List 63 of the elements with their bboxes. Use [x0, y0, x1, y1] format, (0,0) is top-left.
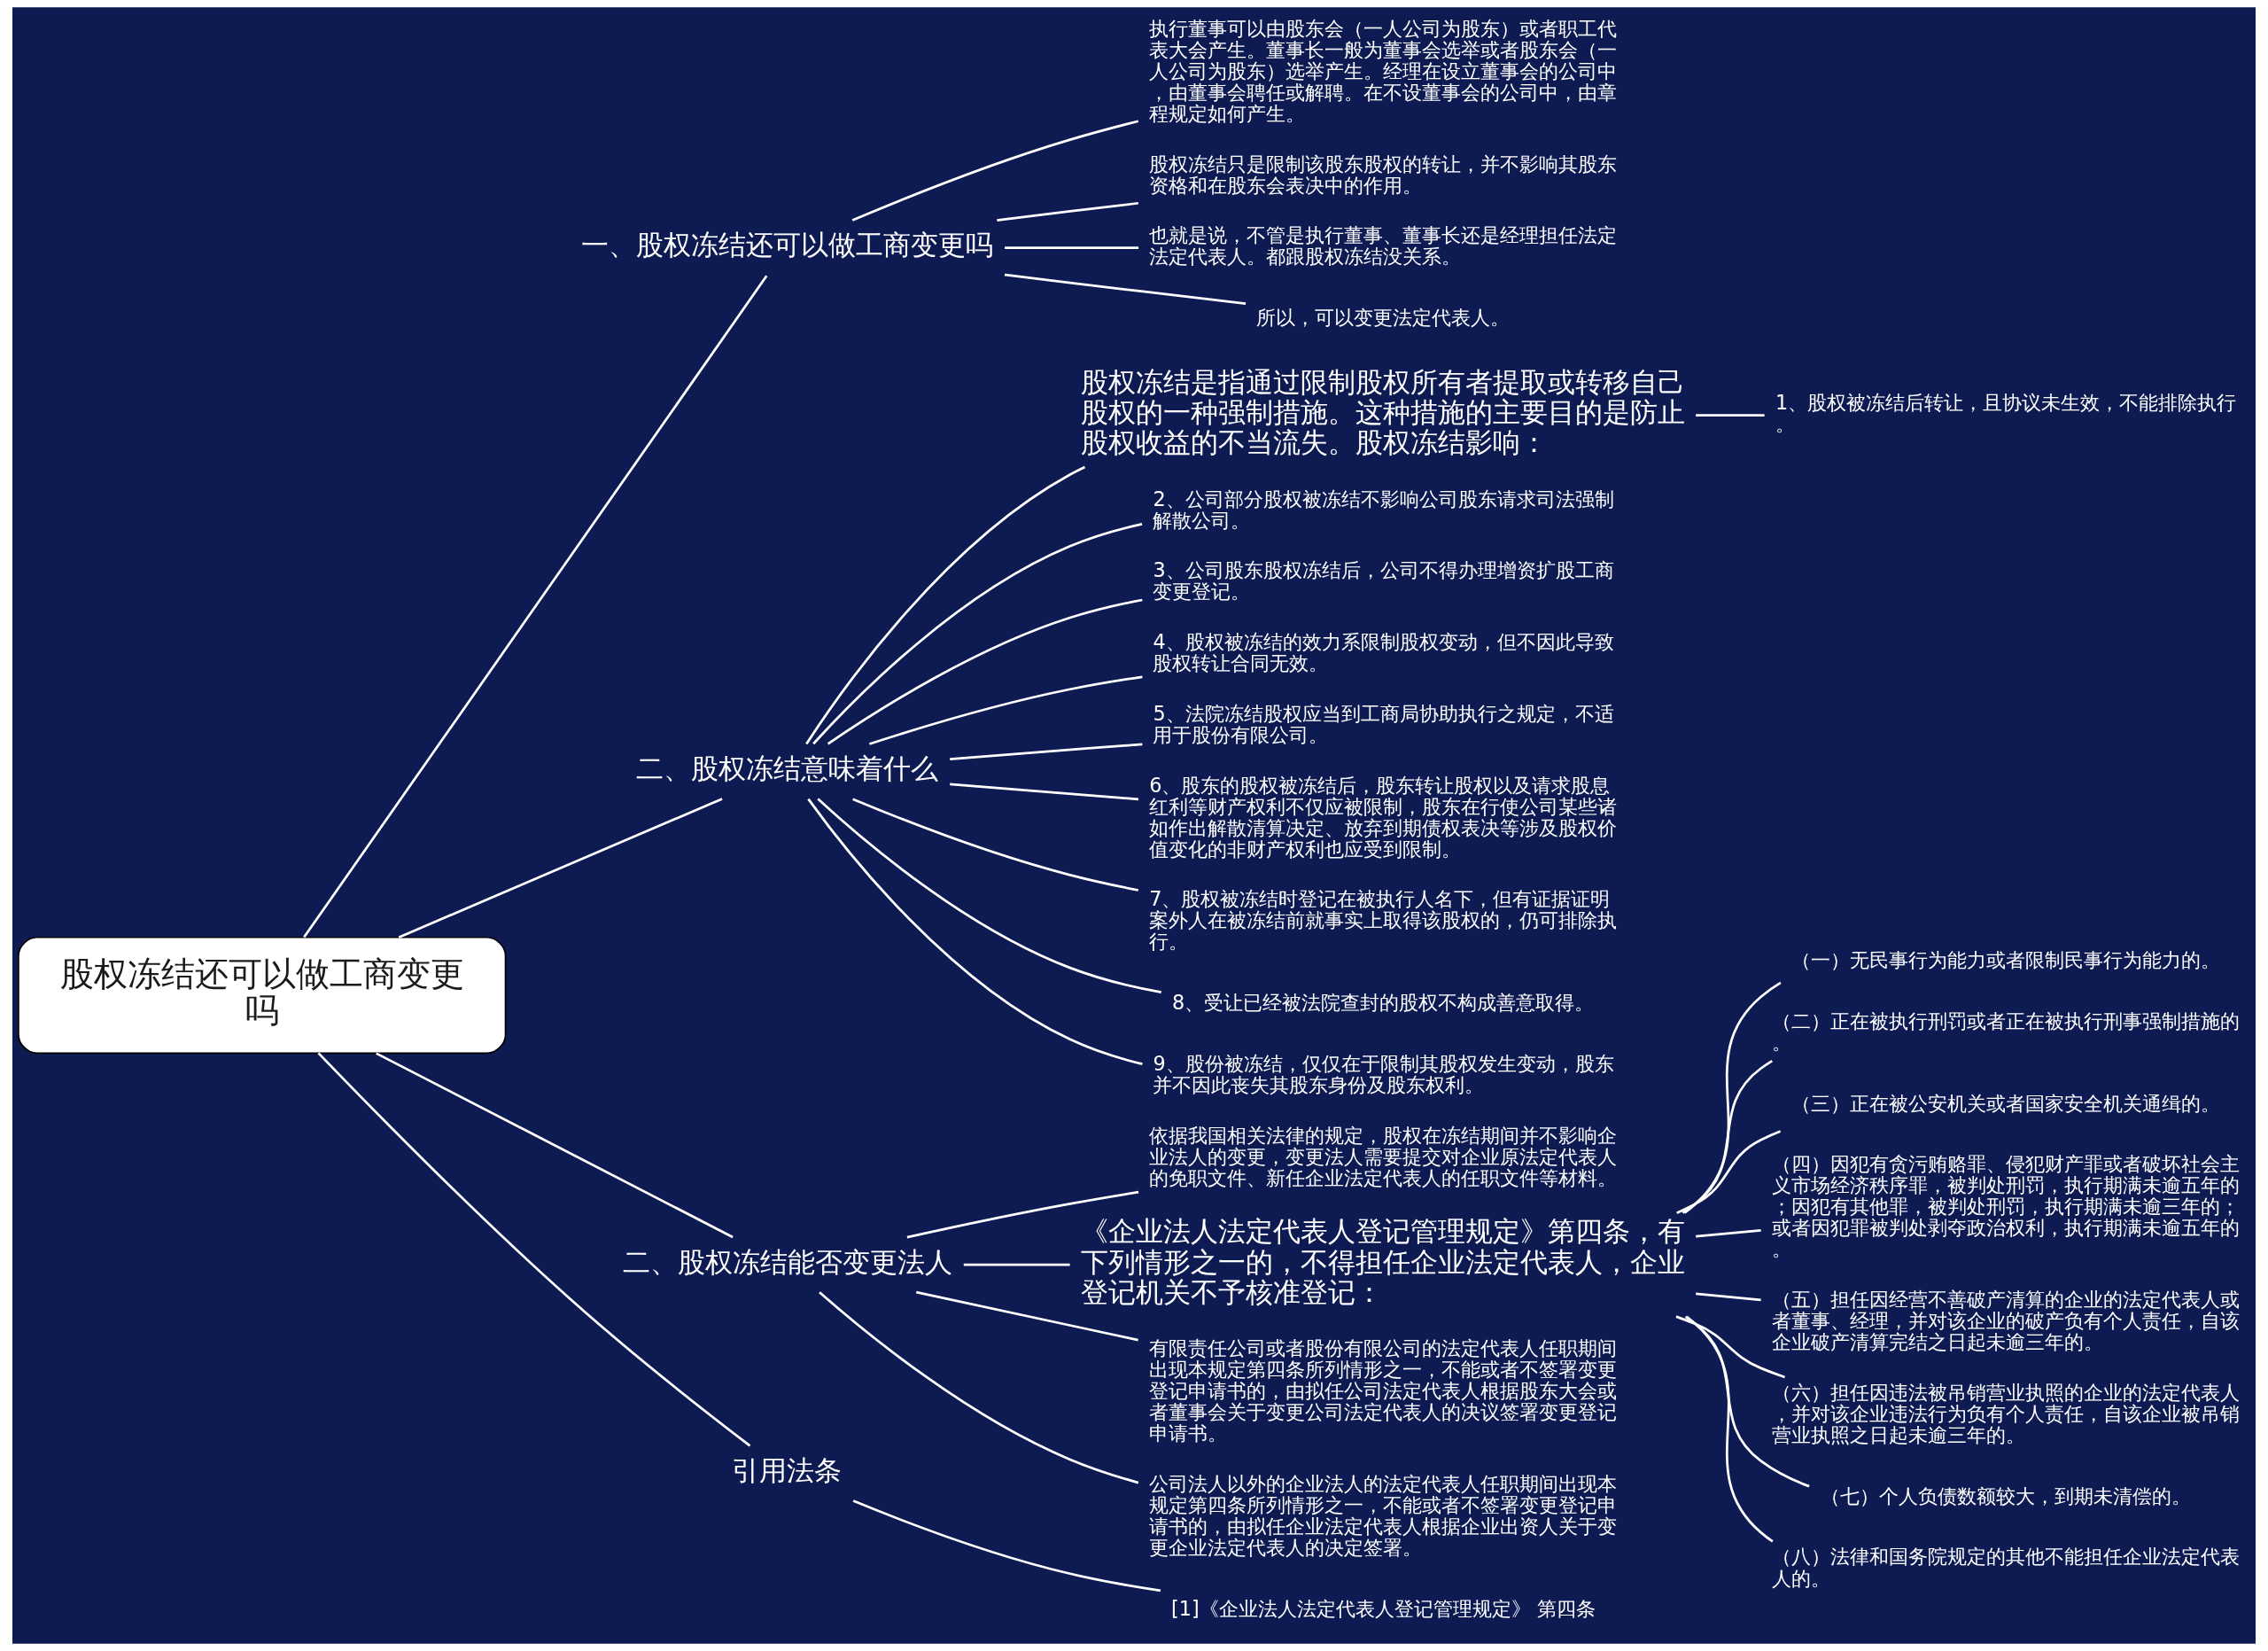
connector [906, 1190, 1139, 1239]
node-text: 股权冻结是指通过限制股权所有者提取或转移自己股权的一种强制措施。这种措施的主要目的是防止股权收益的不当流失。股权冻结影响： [1080, 365, 1685, 459]
node-text: 也就是说，不管是执行董事、董事长还是经理担任法定法定代表人。都跟股权冻结没关系。 [1149, 223, 1618, 269]
node-text: （三）正在被公安机关或者国家安全机关通缉的。 [1791, 1091, 2221, 1115]
connector [852, 1499, 1161, 1593]
connector [1004, 273, 1247, 305]
connector [1682, 1059, 1774, 1214]
node-text: （四）因犯有贪污贿赂罪、侵犯财产罪或者破坏社会主义市场经济秩序罪，被判处刑罚，执行期满未逾五年的；因犯有其他罪，被判处刑罚，执行期满未逾三年的；或者因犯罪被判处剥夺政治权利，执行期满未逾五年的。 [1771, 1152, 2240, 1261]
node-text: 8、受让已经被法院查封的股权不构成善意取得。 [1171, 991, 1595, 1015]
connector [915, 1290, 1138, 1342]
connector [869, 675, 1143, 745]
node-text: 4、股权被冻结的效力系限制股权变动，但不因此导致股权转让合同无效。 [1153, 630, 1614, 675]
connector [1675, 1315, 1786, 1379]
node-text: 引用法条 [732, 1453, 843, 1486]
node-text: 1、股权被冻结后转让，且协议未生效，不能排除执行。 [1775, 391, 2237, 436]
node-text: （二）正在被执行刑罚或者正在被执行刑事强制措施的。 [1771, 1009, 2240, 1054]
connector [1676, 1130, 1782, 1214]
connector [819, 1291, 1139, 1484]
connector [1686, 1315, 1774, 1543]
node-text: [1]《企业法人法定代表人登记管理规定》 第四条 [1171, 1596, 1596, 1620]
node-text: （五）担任因经营不善破产清算的企业的法定代表人或者董事、经理，并对该企业的破产负有个人责任，自该企业破产清算完结之日起未逾三年的。 [1771, 1288, 2240, 1354]
node-text: （一）无民事行为能力或者限制民事行为能力的。 [1791, 948, 2221, 972]
connector [827, 598, 1143, 745]
node-text: 二、股权冻结能否变更法人 [622, 1245, 952, 1278]
node-text: 二、股权冻结意味着什么 [636, 752, 939, 785]
connector [1696, 1229, 1761, 1238]
connector [950, 783, 1139, 801]
node-box: 股权冻结还可以做工商变更吗 [18, 936, 507, 1055]
node-text: 公司法人以外的企业法人的法定代表人任职期间出现本规定第四条所列情形之一，不能或者不签署变更登记申请书的，由拟任企业法定代表人根据企业出资人关于变更企业法定代表人的决定签署。 [1149, 1472, 1618, 1560]
node-text: 股权冻结只是限制该股东股权的转让，并不影响其股东资格和在股东会表决中的作用。 [1149, 152, 1618, 197]
connector [1005, 246, 1139, 249]
node-text: 有限责任公司或者股份有限公司的法定代表人任职期间出现本规定第四条所列情形之一，不能或者不签署变更登记申请书的，由拟任公司法定代表人根据股东大会或者董事会关于变更公司法定代表人的决议签署变更登记申请书。 [1149, 1336, 1618, 1445]
connector [398, 798, 723, 938]
connector [1696, 414, 1765, 417]
connector [807, 798, 1143, 1065]
node-text: 9、股份被冻结，仅仅在于限制其股权发生变动，股东并不因此丧失其股东身份及股东权利。 [1153, 1051, 1614, 1096]
node-text: 7、股权被冻结时登记在被执行人名下，但有证据证明案外人在被冻结前就事实上取得该股权的，仍可排除执行。 [1149, 887, 1618, 954]
node-text: （八）法律和国务院规定的其他不能担任企业法定代表人的。 [1771, 1545, 2240, 1590]
node-text: （七）个人负债数额较大，到期未清偿的。 [1820, 1484, 2191, 1507]
node-text: 3、公司股东股权冻结后，公司不得办理增资扩股工商变更登记。 [1153, 558, 1614, 604]
connector [317, 1052, 751, 1447]
connector [851, 120, 1139, 222]
node-text: （六）担任因违法被吊销营业执照的企业的法定代表人，并对该企业违法行为负有个人责任，自该企业被吊销营业执照之日起未逾三年的。 [1771, 1380, 2240, 1447]
node-text: 所以，可以变更法定代表人。 [1256, 306, 1511, 330]
connector [852, 798, 1139, 892]
connector [303, 275, 768, 938]
connector [997, 201, 1138, 222]
connector [817, 798, 1161, 994]
node-text: 执行董事可以由股东会（一人公司为股东）或者职工代表大会产生。董事长一般为董事会选举或者股东会（一人公司为股东）选举产生。经理在设立董事会的公司中，由董事会聘任或解聘。在不设董事会的公司中，由章程规定如何产生。 [1149, 16, 1618, 125]
node-text: 6、股东的股权被冻结后，股东转让股权以及请求股息红利等财产权利不仅应被限制，股东在行使公司某些诸如作出解散清算决定、放弃到期债权表决等涉及股权价值变化的非财产权利也应受到限制。 [1149, 773, 1618, 861]
connector [1684, 1315, 1810, 1488]
node-text: 一、股权冻结还可以做工商变更吗 [581, 229, 994, 261]
connector [812, 523, 1143, 745]
connector [1683, 981, 1782, 1214]
connector [963, 1263, 1070, 1266]
node-text: 依据我国相关法律的规定，股权在冻结期间并不影响企业法人的变更，变更法人需要提交对企业原法定代表人的免职文件、新任企业法定代表人的任职文件等材料。 [1149, 1123, 1618, 1189]
connector [805, 465, 1086, 745]
node-text: 《企业法人法定代表人登记管理规定》第四条，有下列情形之一的，不得担任企业法定代表人，企业登记机关不予核准登记： [1080, 1215, 1685, 1308]
node-text: 5、法院冻结股权应当到工商局协助执行之规定，不适用于股份有限公司。 [1153, 701, 1614, 746]
node-text: 2、公司部分股权被冻结不影响公司股东请求司法强制解散公司。 [1153, 487, 1614, 532]
connector [950, 743, 1143, 760]
connector [1696, 1292, 1761, 1302]
connector [376, 1052, 734, 1239]
